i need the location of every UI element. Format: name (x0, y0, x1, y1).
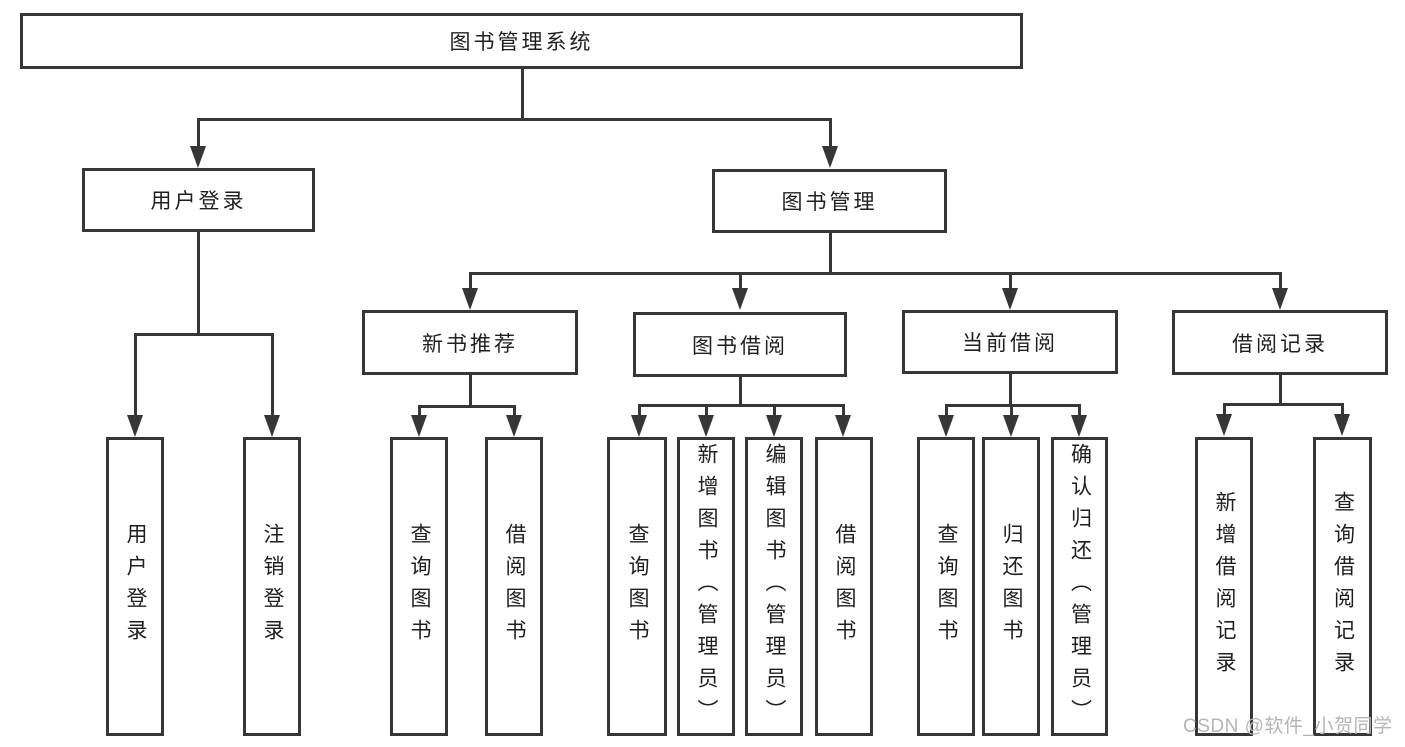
leaf-logout: 注销登录 (243, 437, 301, 736)
leaf-label: 归还图书 (1000, 522, 1023, 651)
arrowhead-down-icon (766, 415, 782, 437)
connector-line (1222, 403, 1344, 406)
connector-line (1222, 403, 1226, 416)
node-label: 图书管理系统 (449, 31, 594, 54)
leaf-label: 借阅图书 (833, 522, 856, 651)
connector-line (196, 118, 200, 148)
connector-line (1008, 271, 1012, 291)
connector-line (417, 405, 421, 417)
arrowhead-down-icon (1003, 415, 1019, 437)
node-borrowing-records: 借阅记录 (1172, 310, 1388, 375)
connector-line (1009, 404, 1013, 417)
arrowhead-down-icon (1002, 288, 1018, 310)
node-label: 用户登录 (150, 190, 247, 213)
node-label: 图书管理 (781, 191, 878, 214)
connector-line (828, 118, 832, 148)
node-label: 借阅记录 (1232, 332, 1328, 356)
arrowhead-down-icon (732, 288, 748, 310)
connector-line (841, 404, 845, 417)
connector-line (738, 271, 742, 291)
leaf-label: 新增图书（管理员） (695, 442, 718, 731)
leaf-edit-book-admin: 编辑图书（管理员） (745, 437, 803, 736)
connector-line (133, 332, 274, 336)
node-user-login: 用户登录 (82, 168, 315, 232)
node-book-management: 图书管理 (712, 169, 947, 233)
leaf-label: 用户登录 (124, 522, 147, 651)
leaf-query-books-recommend: 查询图书 (390, 437, 448, 736)
connector-line (270, 332, 274, 417)
node-library-system: 图书管理系统 (20, 13, 1023, 69)
arrowhead-down-icon (411, 415, 427, 437)
connector-line (1077, 404, 1081, 417)
arrowhead-down-icon (506, 415, 522, 437)
connector-line (468, 373, 472, 407)
arrowhead-down-icon (1071, 415, 1087, 437)
connector-line (1278, 271, 1282, 291)
connector-line (944, 404, 1081, 407)
connector-line (704, 404, 708, 417)
leaf-label: 编辑图书（管理员） (763, 442, 786, 731)
connector-line (512, 405, 516, 417)
node-current-borrowing: 当前借阅 (902, 310, 1118, 374)
arrowhead-down-icon (835, 415, 851, 437)
arrowhead-down-icon (264, 415, 280, 437)
arrowhead-down-icon (462, 288, 478, 310)
connector-line (196, 118, 832, 121)
connector-line (828, 232, 832, 273)
connector-line (637, 404, 641, 417)
connector-line (417, 405, 516, 408)
connector-line (133, 332, 137, 417)
node-label: 图书借阅 (692, 334, 788, 358)
connector-line (772, 404, 776, 417)
arrowhead-down-icon (1272, 288, 1288, 310)
leaf-label: 查询图书 (408, 522, 431, 651)
leaf-add-borrow-record: 新增借阅记录 (1195, 437, 1253, 736)
watermark-text: CSDN @软件_小贺同学 (1183, 716, 1393, 737)
leaf-confirm-return-admin: 确认归还（管理员） (1051, 437, 1108, 736)
leaf-user-login: 用户登录 (106, 437, 164, 736)
leaf-label: 确认归还（管理员） (1068, 442, 1092, 731)
connector-line (1278, 373, 1282, 405)
connector-line (637, 404, 845, 407)
leaf-label: 借阅图书 (503, 522, 526, 651)
arrowhead-down-icon (631, 415, 647, 437)
leaf-label: 查询借阅记录 (1331, 490, 1355, 683)
node-book-borrowing: 图书借阅 (633, 312, 847, 377)
leaf-label: 注销登录 (261, 522, 284, 651)
leaf-query-books-borrowing: 查询图书 (607, 437, 667, 736)
node-label: 新书推荐 (422, 332, 518, 356)
connector-line (738, 375, 742, 406)
leaf-return-book: 归还图书 (982, 437, 1040, 736)
leaf-query-books-current: 查询图书 (917, 437, 975, 736)
node-label: 当前借阅 (962, 332, 1058, 355)
leaf-label: 新增借阅记录 (1213, 490, 1236, 683)
node-new-book-recommend: 新书推荐 (362, 310, 578, 375)
leaf-label: 查询图书 (935, 522, 958, 651)
arrowhead-down-icon (190, 146, 206, 168)
connector-line (520, 68, 524, 120)
arrowhead-down-icon (698, 415, 714, 437)
connector-line (468, 271, 1282, 275)
leaf-add-book-admin: 新增图书（管理员） (677, 437, 735, 736)
arrowhead-down-icon (938, 415, 954, 437)
arrowhead-down-icon (822, 146, 838, 168)
leaf-borrow-books-borrowing: 借阅图书 (815, 437, 873, 736)
leaf-borrow-books-recommend: 借阅图书 (485, 437, 543, 736)
arrowhead-down-icon (1334, 414, 1350, 436)
leaf-query-borrow-record: 查询借阅记录 (1313, 437, 1372, 736)
connector-line (468, 271, 472, 291)
connector-line (944, 404, 948, 417)
connector-line (1008, 373, 1012, 406)
arrowhead-down-icon (1216, 414, 1232, 436)
connector-line (196, 232, 200, 335)
arrowhead-down-icon (127, 415, 143, 437)
leaf-label: 查询图书 (626, 522, 649, 651)
connector-line (1340, 403, 1344, 416)
